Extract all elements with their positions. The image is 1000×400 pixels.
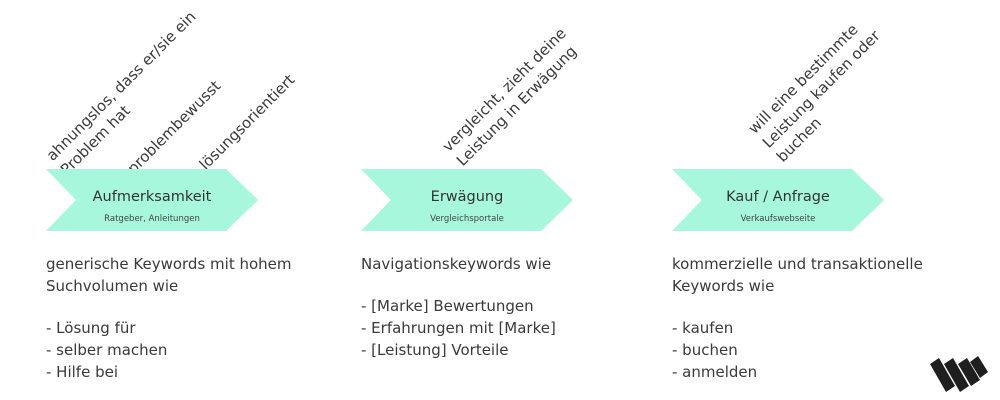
keyword-item: - Lösung für	[46, 319, 136, 337]
annotation-line: Leistung in Erwägung	[452, 42, 581, 170]
stage-title: Erwägung	[430, 189, 504, 205]
stage-chevron-awareness: Aufmerksamkeit Ratgeber, Anleitungen	[46, 169, 258, 231]
stage-description-purchase: kommerzielle und transaktionelle Keyword…	[672, 253, 923, 383]
keyword-item: - anmelden	[672, 363, 758, 381]
annotation-line: vergleicht, zieht deine	[438, 24, 570, 156]
annotation-comparing: vergleicht, zieht deine Leistung in Erwä…	[438, 24, 585, 171]
description-line: generische Keywords mit hohem	[46, 255, 292, 273]
description-line: Suchvolumen wie	[46, 277, 179, 295]
keyword-list: - [Marke] Bewertungen - Erfahrungen mit …	[361, 295, 556, 361]
stage-description-consideration: Navigationskeywords wie - [Marke] Bewert…	[361, 253, 556, 361]
keyword-item: - [Leistung] Vorteile	[361, 341, 509, 359]
keyword-item: - Hilfe bei	[46, 363, 118, 381]
keyword-list: - Lösung für - selber machen - Hilfe bei	[46, 317, 292, 383]
chevron-fill	[46, 169, 258, 231]
annotation-buying: will eine bestimmte Leistung kaufen oder…	[744, 12, 899, 167]
chevron-shape	[46, 169, 258, 231]
stage-chevron-purchase: Kauf / Anfrage Verkaufswebseite	[672, 169, 884, 231]
chevron-fill	[361, 169, 573, 231]
description-line: kommerzielle und transaktionelle	[672, 255, 923, 273]
annotation-unaware: ahnungslos, dass er/sie ein Problem hat	[42, 7, 214, 179]
stage-subtitle: Vergleichsportale	[430, 214, 504, 224]
stage-title: Aufmerksamkeit	[92, 189, 212, 205]
annotation-line: ahnungslos, dass er/sie ein	[42, 7, 200, 165]
description-line: Keywords wie	[672, 277, 775, 295]
chevron-shape	[672, 169, 884, 231]
chevron-shape	[361, 169, 573, 231]
stage-subtitle: Verkaufswebseite	[740, 214, 816, 224]
chevron-fill	[672, 169, 884, 231]
keyword-item: - buchen	[672, 341, 738, 359]
description-line: Navigationskeywords wie	[361, 255, 552, 273]
keyword-item: - [Marke] Bewertungen	[361, 297, 534, 315]
keyword-item: - kaufen	[672, 319, 734, 337]
stage-subtitle: Ratgeber, Anleitungen	[104, 214, 200, 224]
keyword-item: - Erfahrungen mit [Marke]	[361, 319, 556, 337]
keyword-list: - kaufen - buchen - anmelden	[672, 317, 923, 383]
stage-description-awareness: generische Keywords mit hohem Suchvolume…	[46, 253, 292, 383]
stage-title: Kauf / Anfrage	[726, 189, 830, 205]
keyword-item: - selber machen	[46, 341, 168, 359]
stage-chevron-consideration: Erwägung Vergleichsportale	[361, 169, 573, 231]
w-brand-logo-icon	[930, 356, 988, 392]
